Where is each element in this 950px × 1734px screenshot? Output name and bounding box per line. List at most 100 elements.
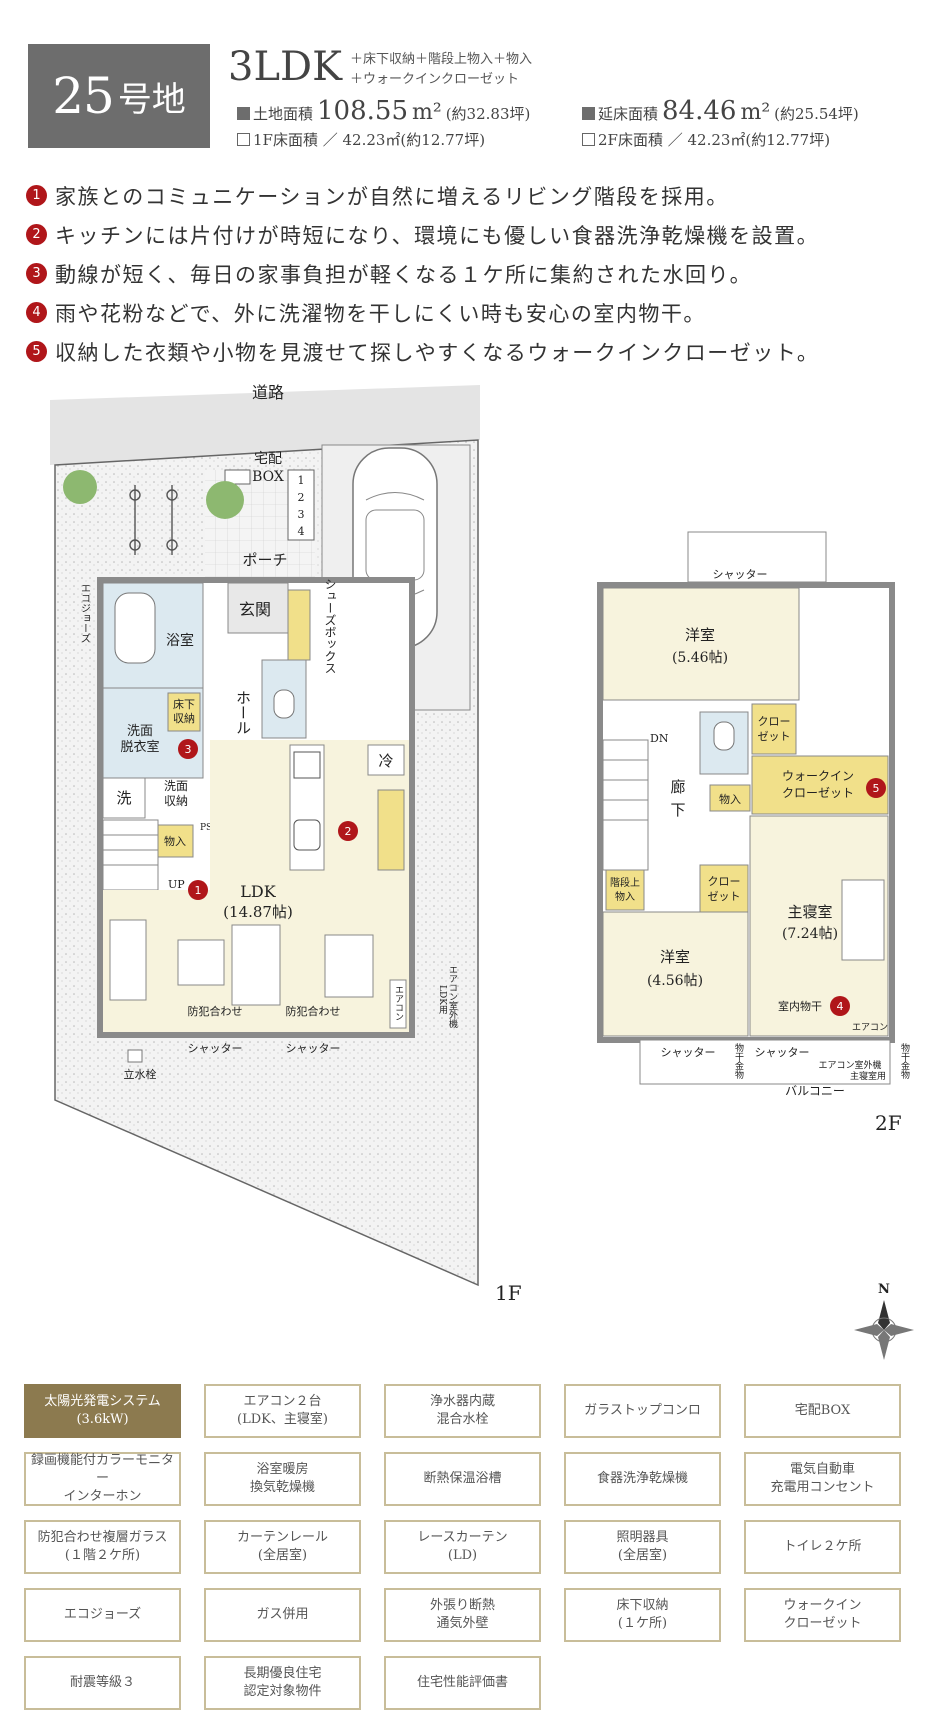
badge-3-number: 3	[185, 743, 192, 756]
equipment-text: (3.6kW)	[76, 1412, 129, 1427]
equipment-item: 外張り断熱通気外壁	[384, 1588, 541, 1642]
aircon-2f-label: エアコン	[852, 1023, 888, 1033]
feature-number-badge: 5	[26, 341, 47, 362]
feature-text: 収納した衣類や小物を見渡せて探しやすくなるウォークインクローゼット。	[55, 340, 820, 365]
up-label: UP	[168, 878, 185, 891]
master-label: 主寝室	[787, 903, 832, 921]
walk-in-closet	[751, 755, 889, 815]
aircon-outdoor-label: エアコン室外機	[447, 965, 458, 1029]
faucet-label: 立水栓	[124, 1067, 157, 1081]
floor-area-value: 84.46	[662, 96, 737, 126]
equipment-item: エアコン２台 (LDK、主寝室)	[204, 1384, 361, 1438]
road-label: 道路	[252, 383, 284, 402]
equipment-item: 照明器具(全居室)	[564, 1520, 721, 1574]
feature-item: 5 収納した衣類や小物を見渡せて探しやすくなるウォークインクローゼット。	[26, 332, 819, 371]
wash-storage-label1: 洗面	[164, 779, 188, 793]
lot-number: 25	[52, 67, 115, 125]
equipment-text: 通気外壁	[436, 1616, 489, 1631]
badge-1	[188, 880, 208, 900]
equipment-item: 床下収納(１ケ所)	[564, 1588, 721, 1642]
closet-label: 物入	[164, 834, 186, 848]
toilet-icon	[273, 689, 295, 719]
plan-type: 3LDK	[228, 44, 342, 90]
stairs-2f	[602, 739, 649, 871]
equipment-item: ウォークインクローゼット	[744, 1588, 901, 1642]
outline-square-icon	[582, 133, 595, 146]
closet-1f	[157, 824, 194, 858]
shutter-label: シャッター	[755, 1046, 810, 1059]
step-number: 2	[298, 491, 305, 504]
shutter-label: シャッター	[661, 1046, 716, 1059]
equipment-item: 断熱保温浴槽	[384, 1452, 541, 1506]
filled-square-icon	[237, 107, 250, 120]
feature-number-badge: 4	[26, 302, 47, 323]
underfloor-label1: 床下	[173, 697, 195, 711]
room2-size: (4.56帖)	[647, 973, 703, 989]
equipment-text: レースカーテン	[417, 1530, 508, 1545]
equipment-text: 断熱保温浴槽	[423, 1471, 502, 1486]
stove-icon	[293, 751, 321, 779]
floor-area-unit: m²	[740, 100, 771, 125]
equipment-text: 防犯合わせ複層ガラス	[37, 1530, 168, 1545]
entrance-label: 玄関	[239, 600, 271, 619]
floor-plan-drawing: 道路 宅配 BOX 1 2 3 4 浴	[50, 383, 914, 1360]
compass-n: N	[878, 1282, 890, 1297]
wic-label1: ウォークイン	[782, 769, 854, 783]
equipment-text: (LDK、主寝室)	[237, 1412, 328, 1427]
bathtub-icon	[114, 592, 156, 664]
feature-number-badge: 1	[26, 185, 47, 206]
closet2-label-a: クロー	[708, 875, 741, 888]
fridge	[367, 744, 405, 776]
equipment-item: 電気自動車充電用コンセント	[744, 1452, 901, 1506]
balcony-bottom	[639, 1039, 891, 1085]
bicycle-icon	[129, 485, 178, 555]
tree-icon	[63, 470, 97, 504]
equipment-item: ガス併用	[204, 1588, 361, 1642]
delivery-box-label2: BOX	[252, 469, 284, 485]
badge-5-number: 5	[873, 782, 880, 795]
equipment-item: レースカーテン (LD)	[384, 1520, 541, 1574]
storage-2f	[709, 784, 751, 812]
eco-jozu-label: エコジョーズ	[79, 583, 91, 643]
equipment-text: クローゼット	[783, 1616, 862, 1631]
equipment-item: 宅配BOX	[744, 1384, 901, 1438]
aircon-label: エアコン	[393, 985, 404, 1021]
closet-2f-1	[751, 703, 797, 755]
equipment-item: カーテンレール(全居室)	[204, 1520, 361, 1574]
aircon-outdoor-2f-sub: 主寝室用	[850, 1070, 886, 1082]
sink-icon	[293, 819, 321, 851]
underfloor-storage	[167, 692, 201, 732]
shutter-label: シャッター	[713, 568, 768, 581]
equipment-text: 耐震等級３	[69, 1675, 135, 1690]
floor1-label: 1F	[495, 1281, 522, 1305]
equipment-text: エアコン２台	[243, 1394, 322, 1409]
equipment-text: (LD)	[447, 1548, 478, 1563]
tv-board	[109, 919, 147, 1001]
washer-space	[102, 777, 146, 819]
f2-area: 2F床面積 ／ 42.23㎡(約12.77坪)	[582, 129, 830, 150]
plan-extras-line: ＋ウォークインクローゼット	[350, 72, 520, 87]
washroom-label2: 脱衣室	[120, 739, 159, 755]
closet1-label-b: ゼット	[758, 730, 791, 743]
equipment-text: トイレ２ケ所	[783, 1539, 862, 1554]
equipment-text: 太陽光発電システム	[44, 1394, 161, 1409]
ldk-label: LDK	[240, 882, 276, 901]
equipment-text: (全居室)	[257, 1548, 308, 1563]
hall-label: ホール	[234, 690, 252, 735]
badge-2	[338, 821, 358, 841]
equipment-text: 外張り断熱	[429, 1598, 495, 1613]
equipment-item: 録画機能付カラーモニターインターホン	[24, 1452, 181, 1506]
f1-area-text: 1F床面積 ／ 42.23㎡(約12.77坪)	[253, 131, 486, 149]
equipment-text: (１ケ所)	[617, 1616, 668, 1631]
plan-extras-line: ＋床下収納＋階段上物入＋物入	[350, 52, 533, 67]
master-size: (7.24帖)	[782, 926, 838, 942]
equipment-item: 浄水器内蔵混合水栓	[384, 1384, 541, 1438]
corridor-label1: 廊	[670, 778, 685, 796]
outline-square-icon	[237, 133, 250, 146]
equipment-grid: 太陽光発電システム (3.6kW) エアコン２台 (LDK、主寝室) 浄水器内蔵混合水栓…	[24, 1384, 944, 1724]
equipment-item: エコジョーズ	[24, 1588, 181, 1642]
equipment-item: 浴室暖房換気乾燥機	[204, 1452, 361, 1506]
